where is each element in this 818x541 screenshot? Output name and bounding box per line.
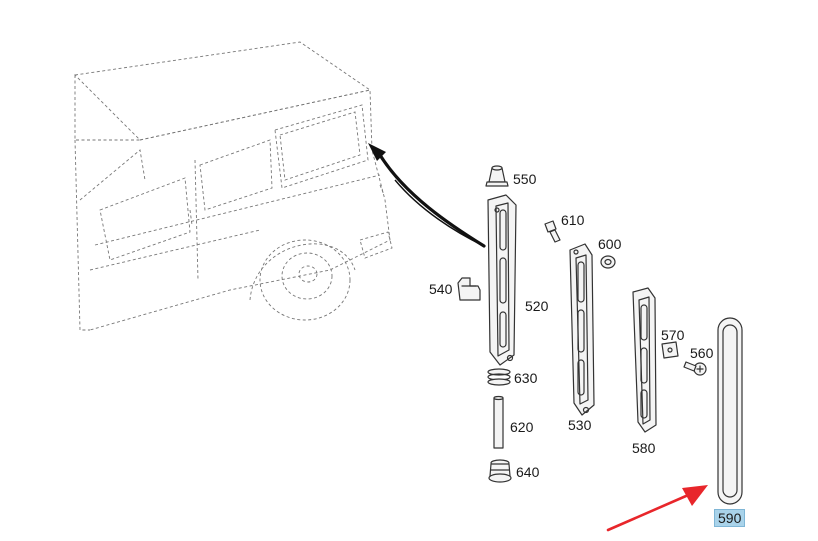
part-640-grommet	[488, 459, 512, 483]
label-610: 610	[561, 212, 585, 228]
label-620: 620	[510, 419, 534, 435]
vehicle-illustration	[74, 41, 393, 331]
label-630: 630	[514, 370, 538, 386]
part-580-gasket	[632, 287, 657, 433]
part-630-spring	[487, 368, 511, 386]
label-570: 570	[661, 327, 685, 343]
part-590-lens	[717, 317, 743, 505]
label-590-highlighted: 590	[714, 509, 746, 527]
label-530: 530	[568, 417, 592, 433]
part-600-nut	[600, 255, 616, 269]
part-540-clip	[457, 277, 481, 301]
label-560: 560	[690, 345, 714, 361]
part-550-cap	[485, 165, 509, 187]
label-520: 520	[525, 298, 549, 314]
label-540: 540	[429, 281, 453, 297]
part-530-bracket	[569, 243, 595, 416]
part-520-housing	[487, 194, 517, 366]
part-620-rod	[493, 395, 504, 449]
part-610-screw	[544, 220, 561, 243]
label-580: 580	[632, 440, 656, 456]
label-550: 550	[513, 171, 537, 187]
locator-arrow	[368, 143, 486, 248]
part-570-square-clip	[661, 341, 679, 359]
label-600: 600	[598, 236, 622, 252]
red-pointer-arrow	[606, 485, 708, 532]
label-640: 640	[516, 464, 540, 480]
part-560-screw	[683, 361, 707, 376]
